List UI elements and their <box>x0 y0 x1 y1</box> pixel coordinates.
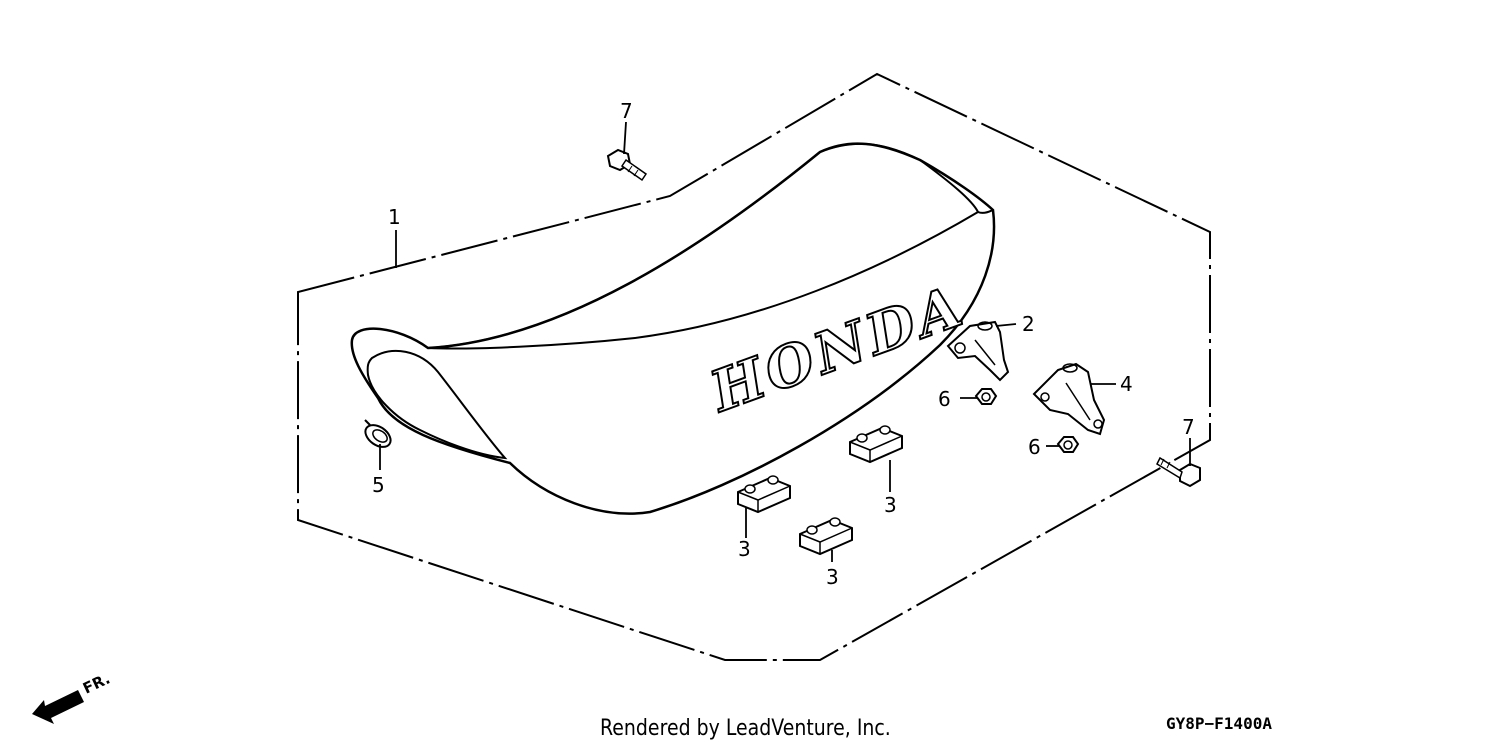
seat: HONDA <box>350 142 996 515</box>
assembly-boundary <box>297 72 1211 661</box>
credit-line: Rendered by LeadVenture, Inc. <box>600 716 891 741</box>
callout-cushion: 3 <box>826 565 839 589</box>
bolt <box>1156 456 1201 488</box>
cushion <box>737 475 791 514</box>
leader-lines <box>379 121 1191 562</box>
nut <box>1056 436 1080 453</box>
callout-cushion: 3 <box>738 537 751 561</box>
bracket-lower <box>1032 362 1106 436</box>
seat-front-edge <box>977 209 994 214</box>
bolt <box>606 148 648 182</box>
nut <box>974 388 998 405</box>
diagram-code: GY8P−F1400A <box>1166 714 1272 733</box>
callout-nut: 6 <box>938 387 951 411</box>
front-direction-marker: FR. <box>32 670 113 724</box>
callout-nut: 6 <box>1028 435 1041 459</box>
front-label: FR. <box>80 670 113 698</box>
callout-cushion: 3 <box>884 493 897 517</box>
callout-bracket-lower: 4 <box>1120 372 1133 396</box>
cushion <box>849 425 903 464</box>
callout-bolt: 7 <box>1182 415 1195 439</box>
cushion <box>799 517 853 556</box>
front-arrow-icon <box>32 690 84 724</box>
seat-front-panel <box>366 349 508 460</box>
seat-top-surface <box>427 142 980 350</box>
callout-bolt: 7 <box>620 99 633 123</box>
callout-grommet: 5 <box>372 473 385 497</box>
callout-seat: 1 <box>388 205 401 229</box>
callout-bracket-upper: 2 <box>1022 312 1035 336</box>
grommet <box>364 419 392 448</box>
bracket-upper <box>946 320 1010 382</box>
